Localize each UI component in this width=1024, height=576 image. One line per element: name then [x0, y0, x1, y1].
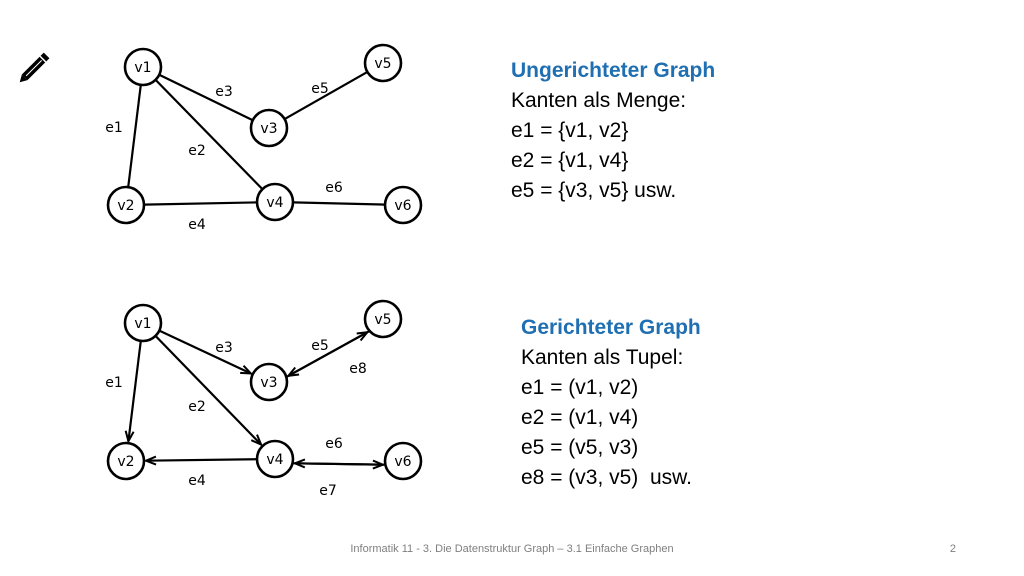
pencil-icon[interactable] — [14, 44, 58, 88]
undirected-node-v2: v2 — [106, 185, 146, 225]
directed-node-circle — [106, 441, 146, 481]
directed-edge-label: e8 — [349, 361, 367, 377]
undirected-node-circle — [123, 47, 163, 87]
directed-line: e2 = (v1, v4) — [521, 406, 639, 429]
undirected-node-label: v1 — [134, 60, 151, 76]
undirected-edge-line — [127, 84, 142, 188]
undirected-node-label: v3 — [260, 121, 277, 137]
directed-node-label: v5 — [374, 312, 391, 328]
directed-node-label: v6 — [394, 454, 411, 470]
undirected-edge-label: e5 — [311, 81, 329, 97]
undirected-line: e1 = {v1, v2} — [511, 119, 629, 142]
footer-text: Informatik 11 - 3. Die Datenstruktur Gra… — [350, 543, 674, 555]
directed-edge-label: e7 — [319, 483, 337, 499]
directed-edge-label: e2 — [188, 399, 206, 415]
undirected-node-v1: v1 — [123, 47, 163, 87]
undirected-node-circle — [383, 185, 423, 225]
undirected-node-label: v2 — [117, 198, 134, 214]
directed-node-label: v3 — [260, 375, 277, 391]
undirected-edge-label: e2 — [188, 143, 206, 159]
undirected-line: Kanten als Menge: — [511, 89, 687, 112]
undirected-line: e5 = {v3, v5} usw. — [511, 179, 677, 202]
directed-node-v1: v1 — [123, 303, 163, 343]
directed-edge-label: e4 — [188, 473, 206, 489]
undirected-edge-line — [292, 201, 386, 206]
undirected-heading: Ungerichteter Graph — [511, 59, 716, 82]
directed-node-label: v1 — [134, 316, 151, 332]
directed-node-circle — [383, 441, 423, 481]
directed-line: e1 = (v1, v2) — [521, 376, 639, 399]
directed-line: e8 = (v3, v5) usw. — [521, 466, 692, 489]
directed-node-v5: v5 — [363, 299, 403, 339]
directed-line: e5 = (v5, v3) — [521, 436, 639, 459]
page-number: 2 — [949, 543, 956, 555]
directed-description: Gerichteter Graph Kanten als Tupel: e1 =… — [521, 313, 701, 493]
directed-line: Kanten als Tupel: — [521, 346, 684, 369]
undirected-node-v4: v4 — [255, 182, 295, 222]
directed-node-circle — [255, 439, 295, 479]
undirected-node-label: v6 — [394, 198, 411, 214]
directed-heading: Gerichteter Graph — [521, 316, 701, 339]
directed-edge-label: e5 — [311, 338, 329, 354]
undirected-node-circle — [255, 182, 295, 222]
undirected-node-label: v5 — [374, 56, 391, 72]
undirected-edge-line — [143, 201, 258, 206]
undirected-node-v5: v5 — [363, 43, 403, 83]
directed-edge-line — [158, 329, 251, 374]
undirected-node-circle — [249, 108, 289, 148]
directed-node-v6: v6 — [383, 441, 423, 481]
directed-edge-label: e6 — [325, 436, 343, 452]
directed-node-v2: v2 — [106, 441, 146, 481]
undirected-line: e2 = {v1, v4} — [511, 149, 629, 172]
directed-node-circle — [363, 299, 403, 339]
directed-node-circle — [123, 303, 163, 343]
directed-node-v4: v4 — [255, 439, 295, 479]
undirected-edge-line — [284, 70, 368, 121]
undirected-node-circle — [363, 43, 403, 83]
directed-edge-line — [286, 332, 368, 378]
undirected-edge-label: e3 — [215, 84, 233, 100]
directed-edge-line — [146, 459, 258, 461]
undirected-edge-line — [154, 79, 264, 190]
directed-node-label: v4 — [266, 452, 283, 468]
undirected-node-circle — [106, 185, 146, 225]
undirected-edge-line — [158, 73, 254, 122]
undirected-node-v3: v3 — [249, 108, 289, 148]
directed-edge-line — [292, 463, 383, 464]
directed-node-circle — [249, 362, 289, 402]
directed-edge-line — [128, 340, 142, 441]
undirected-edge-label: e4 — [188, 217, 206, 233]
directed-edge-label: e3 — [215, 340, 233, 356]
undirected-edge-label: e6 — [325, 180, 343, 196]
undirected-node-label: v4 — [266, 195, 283, 211]
undirected-node-v6: v6 — [383, 185, 423, 225]
directed-node-v3: v3 — [249, 362, 289, 402]
undirected-edge-label: e1 — [105, 120, 123, 136]
directed-node-label: v2 — [117, 454, 134, 470]
directed-edge-line — [154, 335, 262, 445]
undirected-description: Ungerichteter Graph Kanten als Menge: e1… — [511, 56, 715, 206]
directed-edge-label: e1 — [105, 375, 123, 391]
